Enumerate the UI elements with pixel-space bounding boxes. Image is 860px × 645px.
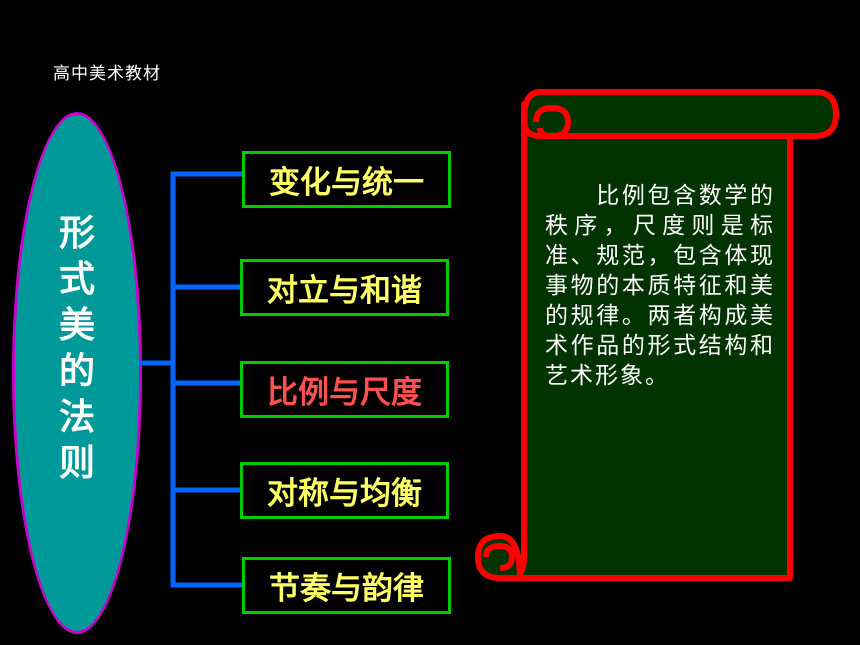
branch-box-proportion-scale: 比例与尺度 xyxy=(240,361,449,418)
scroll-top-curl xyxy=(533,105,571,139)
main-topic-char: 形 xyxy=(58,213,95,254)
main-topic-ellipse: 形 式 美 的 法 则 xyxy=(12,112,142,634)
main-topic-char: 法 xyxy=(58,397,95,438)
branch-box-rhythm-meter: 节奏与韵律 xyxy=(242,557,451,614)
branch-box-opposition-harmony: 对立与和谐 xyxy=(240,259,449,316)
main-topic-char: 式 xyxy=(58,259,95,300)
main-topic-text: 形 式 美 的 法 则 xyxy=(15,211,139,487)
main-topic-char: 则 xyxy=(58,443,95,484)
main-topic-char: 的 xyxy=(58,351,95,392)
main-topic-char: 美 xyxy=(58,305,95,346)
header-label: 高中美术教材 xyxy=(53,64,161,84)
scroll-text: 比例包含数学的秩序，尺度则是标准、规范，包含体现事物的本质特征和美的规律。两者构… xyxy=(545,183,775,389)
branch-box-symmetry-balance: 对称与均衡 xyxy=(240,462,449,519)
scroll-bottom-curl xyxy=(483,543,515,571)
scroll-top-roll xyxy=(521,89,839,139)
branch-box-variation-unity: 变化与统一 xyxy=(242,151,451,208)
